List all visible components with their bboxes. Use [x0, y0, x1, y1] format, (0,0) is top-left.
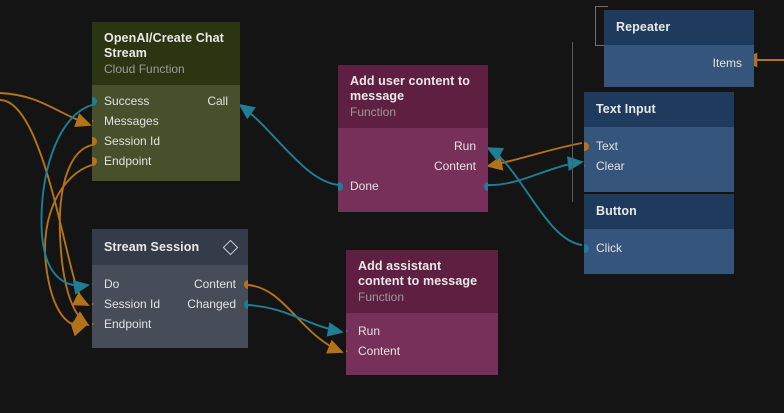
port-row-items[interactable]: Items [604, 53, 754, 73]
node-add-user-content-to-message[interactable]: Add user content to message Function Run… [338, 65, 488, 212]
port-arrow-messages-icon[interactable] [92, 116, 94, 126]
node-header: Stream Session [92, 229, 248, 265]
port-label-clear: Clear [596, 159, 625, 173]
port-row-content[interactable]: Content [338, 156, 488, 176]
port-dot-done-right-icon[interactable] [483, 181, 488, 191]
port-label-done: Done [350, 179, 379, 193]
node-title: Add user content to message [350, 74, 470, 103]
port-dot-session-id-icon[interactable] [92, 136, 97, 146]
node-body: Success Call Messages Session Id Endpoin… [92, 85, 240, 181]
node-title: Add assistant content to message [358, 259, 478, 288]
node-stream-session[interactable]: Stream Session Do Content Session Id Cha… [92, 229, 248, 348]
port-label-click: Click [596, 241, 622, 255]
port-arrow-clear-icon[interactable] [584, 161, 586, 171]
port-label-messages: Messages [104, 114, 159, 128]
port-row-endpoint[interactable]: Endpoint [92, 151, 240, 171]
node-title: Stream Session [104, 240, 200, 254]
node-text-input[interactable]: Text Input Text Clear [584, 92, 734, 192]
node-repeater[interactable]: Repeater Items [604, 10, 754, 87]
port-row-run[interactable]: Run [346, 321, 498, 341]
port-arrow-run-icon[interactable] [346, 326, 348, 336]
port-label-content: Content [433, 159, 476, 173]
port-label-run: Run [358, 324, 381, 338]
node-body: Items [604, 45, 754, 87]
port-row-do-content[interactable]: Do Content [92, 274, 248, 294]
node-header: Add assistant content to message Functio… [346, 250, 498, 313]
node-openai-create-chat-stream[interactable]: OpenAI/Create Chat Stream Cloud Function… [92, 22, 240, 181]
group-divider-line [572, 42, 573, 202]
port-label-call: Call [207, 94, 228, 108]
node-subtitle: Cloud Function [104, 62, 185, 76]
port-label-run: Run [453, 139, 476, 153]
port-dot-click-icon[interactable] [584, 243, 589, 253]
node-body: Do Content Session Id Changed Endpoint [92, 265, 248, 348]
port-label-endpoint: Endpoint [104, 317, 152, 331]
port-row-clear[interactable]: Clear [584, 156, 734, 176]
node-title: Repeater [616, 20, 671, 34]
node-body: Run Content Done [338, 128, 488, 212]
port-row-messages[interactable]: Messages [92, 111, 240, 131]
node-body: Click [584, 229, 734, 274]
port-row-text[interactable]: Text [584, 136, 734, 156]
port-row-session-changed[interactable]: Session Id Changed [92, 294, 248, 314]
node-header: Text Input [584, 92, 734, 127]
port-arrow-do-icon[interactable] [92, 279, 94, 289]
port-dot-content-icon[interactable] [243, 279, 248, 289]
port-label-do: Do [104, 277, 120, 291]
port-row-session-id[interactable]: Session Id [92, 131, 240, 151]
node-title: Button [596, 204, 637, 218]
node-subtitle: Function [350, 105, 397, 119]
port-row-success-call[interactable]: Success Call [92, 91, 240, 111]
port-label-endpoint: Endpoint [104, 154, 152, 168]
node-header: Button [584, 194, 734, 229]
repeater-group-bracket [595, 6, 608, 46]
port-row-endpoint[interactable]: Endpoint [92, 314, 248, 334]
port-dot-changed-icon[interactable] [243, 299, 248, 309]
port-arrow-endpoint-icon[interactable] [92, 319, 94, 329]
port-label-items: Items [712, 56, 742, 70]
port-row-run[interactable]: Run [338, 136, 488, 156]
port-row-content[interactable]: Content [346, 341, 498, 361]
node-button[interactable]: Button Click [584, 194, 734, 274]
port-dot-text-icon[interactable] [584, 141, 589, 151]
node-title: OpenAI/Create Chat Stream [104, 31, 224, 60]
port-row-click[interactable]: Click [584, 238, 734, 258]
node-header: OpenAI/Create Chat Stream Cloud Function [92, 22, 240, 85]
port-arrow-content-icon[interactable] [346, 346, 348, 356]
port-label-session-id: Session Id [104, 297, 161, 311]
port-dot-success-icon[interactable] [92, 96, 97, 106]
port-row-done[interactable]: Done [338, 176, 488, 196]
port-dot-endpoint-icon[interactable] [92, 156, 97, 166]
diamond-icon [222, 239, 239, 256]
node-title: Text Input [596, 102, 656, 116]
port-label-text: Text [596, 139, 619, 153]
node-body: Run Content [346, 313, 498, 375]
node-body: Text Clear [584, 127, 734, 192]
node-subtitle: Function [358, 290, 405, 304]
port-label-content: Content [193, 277, 236, 291]
port-label-content: Content [358, 344, 401, 358]
node-header: Repeater [604, 10, 754, 45]
port-label-changed: Changed [187, 297, 236, 311]
node-header: Add user content to message Function [338, 65, 488, 128]
port-arrow-session-id-icon[interactable] [92, 299, 94, 309]
port-label-success: Success [104, 94, 150, 108]
port-dot-done-left-icon[interactable] [338, 181, 343, 191]
port-label-session-id: Session Id [104, 134, 161, 148]
node-add-assistant-content-to-message[interactable]: Add assistant content to message Functio… [346, 250, 498, 375]
